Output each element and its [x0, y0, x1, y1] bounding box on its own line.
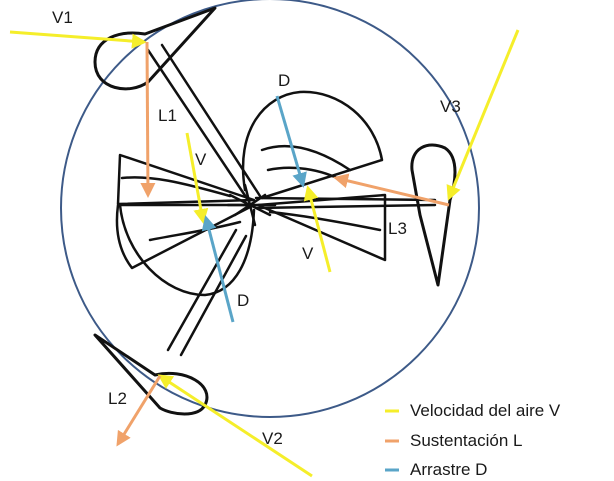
l1-label: L1: [158, 106, 177, 125]
d-top-arrow: [275, 95, 307, 188]
v3-label: V3: [440, 97, 461, 116]
v1-arrow: [9, 30, 147, 49]
legend-label-drag: Arrastre D: [410, 460, 487, 479]
v3-arrow: [446, 29, 520, 201]
d-top-label: D: [278, 71, 290, 90]
rotor-arms: [146, 43, 437, 357]
blade-v1: [93, 6, 217, 91]
blade-v3: [410, 143, 457, 287]
v-right-arrow: [303, 185, 332, 273]
d-bottom-arrow: [201, 215, 235, 323]
legend: Velocidad del aire V Sustentación L Arra…: [385, 401, 561, 479]
rotor-circle: [60, 0, 480, 418]
l3-label: L3: [388, 219, 407, 238]
legend-label-lift: Sustentación L: [410, 431, 522, 450]
v2-arrow: [157, 374, 313, 478]
l2-label: L2: [108, 389, 127, 408]
v2-label: V2: [262, 429, 283, 448]
v-left-label: V: [195, 150, 207, 169]
l2-arrow: [116, 375, 162, 447]
d-bottom-label: D: [237, 291, 249, 310]
v-left-arrow: [185, 132, 209, 224]
v-right-label: V: [302, 244, 314, 263]
central-rotor: [115, 90, 387, 297]
l3-arrow: [333, 173, 450, 207]
legend-label-velocity: Velocidad del aire V: [410, 401, 561, 420]
l1-arrow: [140, 41, 156, 198]
v1-label: V1: [52, 8, 73, 27]
